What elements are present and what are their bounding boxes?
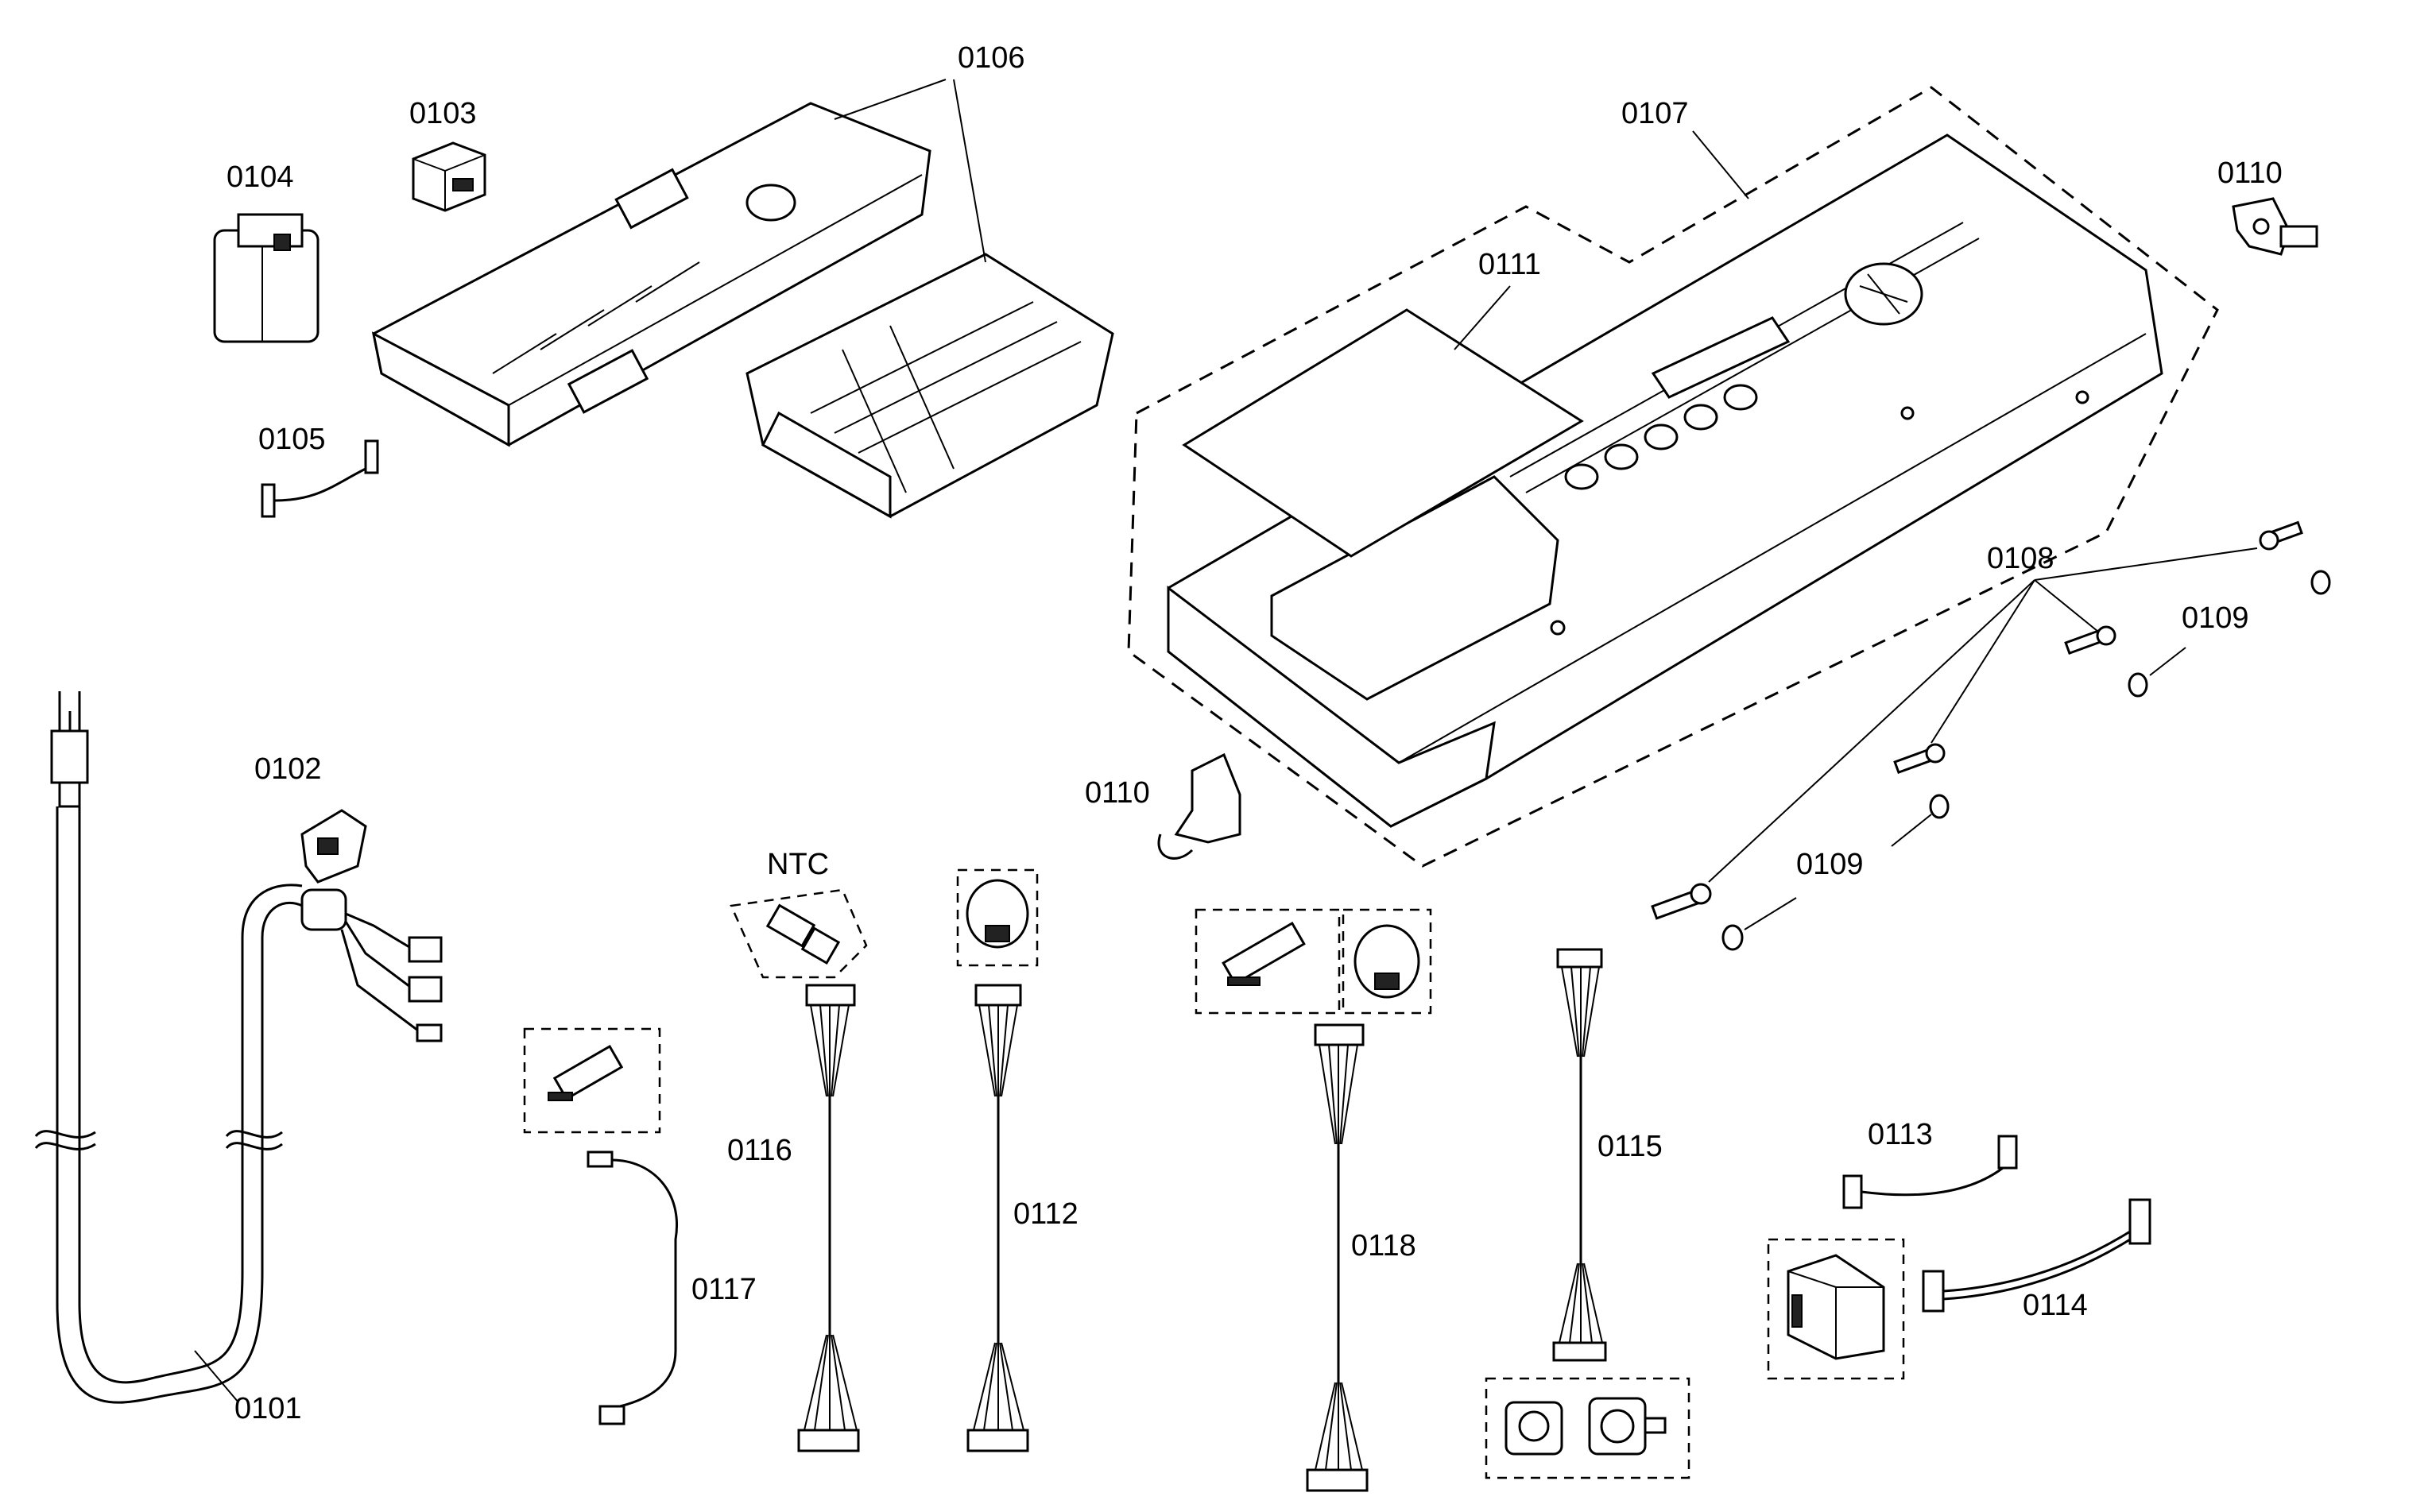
part-0118-components xyxy=(1222,921,1420,999)
part-0110-clip-right xyxy=(2232,197,2318,256)
part-0106-module-housing xyxy=(371,102,1114,519)
part-0112-dashed-box xyxy=(956,868,1039,967)
part-0101-power-cord xyxy=(34,691,303,1404)
part-0118-dashed-box-right xyxy=(1342,908,1432,1015)
part-0104-relay xyxy=(213,213,319,343)
part-0114-module xyxy=(1787,1254,1885,1360)
part-0115-harness xyxy=(1552,948,1607,1362)
part-0118-dashed-box-left xyxy=(1195,908,1341,1015)
label-0108: 0108 xyxy=(1987,542,2054,575)
label-0118: 0118 xyxy=(1351,1229,1416,1263)
leader-lines xyxy=(834,79,1749,350)
part-0108-screws xyxy=(1651,520,2303,920)
label-0117: 0117 xyxy=(691,1273,757,1306)
label-0114: 0114 xyxy=(2023,1289,2088,1322)
label-0110-left: 0110 xyxy=(1085,776,1150,810)
label-0112: 0112 xyxy=(1013,1197,1079,1231)
label-0116: 0116 xyxy=(727,1134,792,1167)
part-0109-washers xyxy=(1721,570,2331,951)
label-0109-upper: 0109 xyxy=(2182,601,2249,635)
part-0102-mains-block xyxy=(300,809,443,1042)
part-0112-harness xyxy=(966,984,1029,1452)
part-0116-harness xyxy=(797,984,860,1452)
part-0112-sensor xyxy=(966,879,1029,949)
label-0102: 0102 xyxy=(254,752,322,786)
label-0103: 0103 xyxy=(409,97,477,130)
part-0114-dashed-box xyxy=(1767,1238,1905,1380)
part-0103-connector-block xyxy=(412,141,486,212)
part-0110-clip-left xyxy=(1157,752,1241,860)
label-0105: 0105 xyxy=(258,423,326,456)
part-0105-short-cable xyxy=(261,439,379,518)
part-0113-cable xyxy=(1842,1135,2018,1209)
part-0115-valves xyxy=(1505,1397,1667,1456)
label-0101: 0101 xyxy=(234,1392,302,1425)
part-0118-harness xyxy=(1306,1023,1369,1492)
label-0111: 0111 xyxy=(1478,248,1541,281)
part-0117-component xyxy=(548,1044,624,1101)
ntc-sensor xyxy=(765,903,841,965)
label-0115: 0115 xyxy=(1597,1130,1663,1163)
part-0107-control-panel xyxy=(1167,133,2163,828)
part-0115-dashed-box xyxy=(1485,1377,1690,1479)
label-0106: 0106 xyxy=(958,41,1025,75)
ntc-dashed-box xyxy=(730,888,868,979)
part-0117-dashed-box xyxy=(523,1027,661,1134)
label-0110-right: 0110 xyxy=(2217,157,2283,190)
label-0109-lower: 0109 xyxy=(1796,848,1864,881)
label-0107: 0107 xyxy=(1621,97,1689,130)
label-ntc: NTC xyxy=(767,848,829,881)
label-0113: 0113 xyxy=(1868,1118,1933,1151)
part-0107-dashed-boundary xyxy=(1127,86,2219,868)
part-0111-overlay-sheet xyxy=(1182,308,1584,558)
part-0114-cable xyxy=(1922,1198,2151,1313)
label-0104: 0104 xyxy=(227,160,294,194)
part-0117-cable xyxy=(587,1150,678,1425)
